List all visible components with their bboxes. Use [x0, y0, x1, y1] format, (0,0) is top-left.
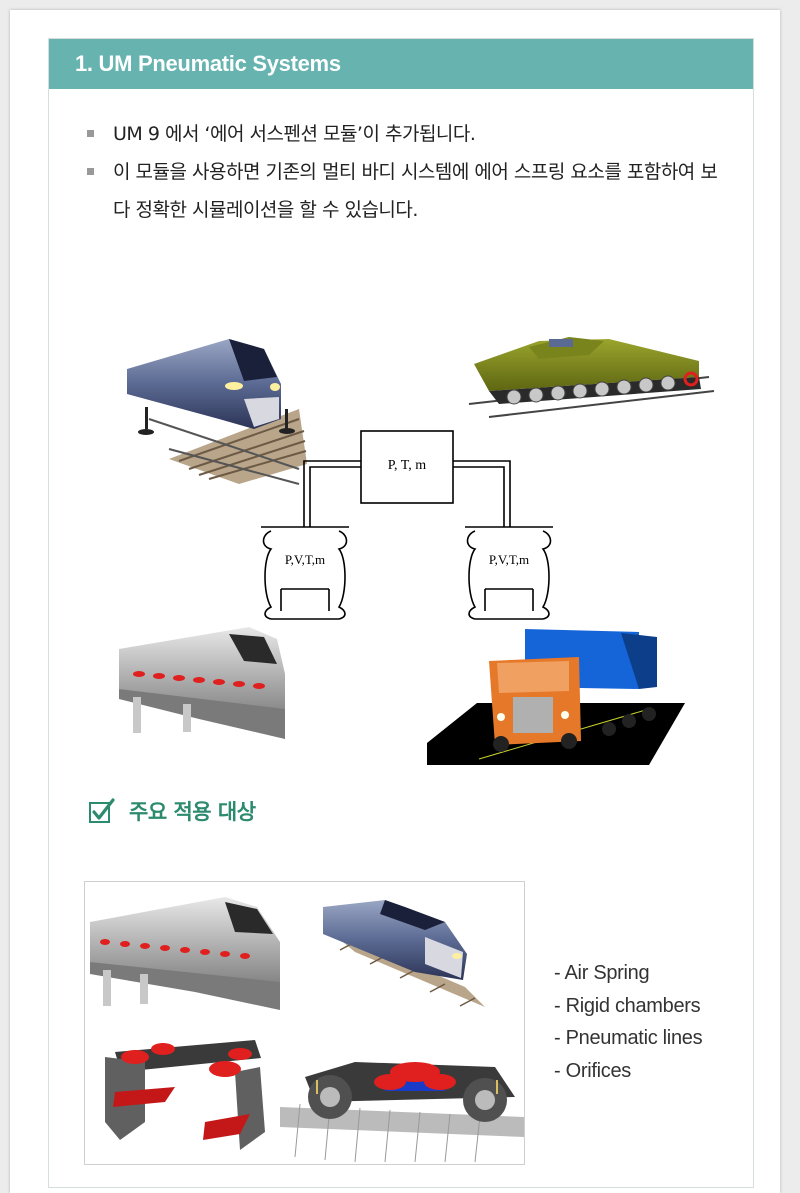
applications-heading: 주요 적용 대상: [89, 794, 256, 828]
applications-heading-text: 주요 적용 대상: [129, 800, 256, 824]
bullet-text: 이 모듈을 사용하면 기존의 멀티 바디 시스템에 에어 스프링 요소를 포함하…: [113, 161, 718, 221]
highspeed-train-image: [323, 900, 485, 1007]
applications-image-box: [84, 881, 525, 1165]
component-item: - Pneumatic lines: [554, 1027, 703, 1049]
left-pneumatic-line: [303, 460, 361, 527]
pneumatic-schematic: [261, 430, 553, 620]
right-pneumatic-line: [453, 460, 511, 527]
bogie-on-track-image: [280, 1062, 524, 1163]
pneumatic-diagram: P, T, m P,V,T,m P,V,T,m: [119, 337, 715, 765]
section-title: 1. UM Pneumatic Systems: [75, 51, 341, 76]
section-header: 1. UM Pneumatic Systems: [49, 39, 753, 89]
bullet-text: UM 9 에서 ‘에어 서스펜션 모듈’이 추가됩니다.: [113, 123, 476, 145]
bullet-item: 이 모듈을 사용하면 기존의 멀티 바디 시스템에 에어 스프링 요소를 포함하…: [87, 153, 727, 229]
maglev-train-image: [119, 627, 285, 739]
right-spring-label: P,V,T,m: [489, 552, 529, 567]
intro-bullets: UM 9 에서 ‘에어 서스펜션 모듈’이 추가됩니다. 이 모듈을 사용하면 …: [87, 115, 727, 229]
highspeed-train-image: [127, 339, 307, 485]
component-item: - Orifices: [554, 1059, 632, 1082]
right-air-spring: [465, 526, 553, 620]
check-icon: [89, 798, 115, 823]
square-bullet-icon: [87, 168, 94, 175]
maglev-train-image: [90, 897, 280, 1010]
bogie-frame-image: [105, 1040, 265, 1150]
component-item: - Air Spring: [554, 962, 650, 984]
component-list: - Air Spring - Rigid chambers - Pneumati…: [554, 957, 703, 1087]
square-bullet-icon: [87, 130, 94, 137]
truck-image: [427, 629, 685, 765]
content-card: 1. UM Pneumatic Systems UM 9 에서 ‘에어 서스펜션…: [48, 38, 754, 1188]
left-air-spring: [261, 526, 349, 620]
tracked-vehicle-image: [468, 337, 715, 418]
left-spring-label: P,V,T,m: [285, 552, 325, 567]
component-item: - Rigid chambers: [554, 994, 701, 1017]
bullet-item: UM 9 에서 ‘에어 서스펜션 모듈’이 추가됩니다.: [87, 115, 727, 153]
chamber-label: P, T, m: [388, 458, 426, 473]
page: 1. UM Pneumatic Systems UM 9 에서 ‘에어 서스펜션…: [10, 10, 780, 1193]
